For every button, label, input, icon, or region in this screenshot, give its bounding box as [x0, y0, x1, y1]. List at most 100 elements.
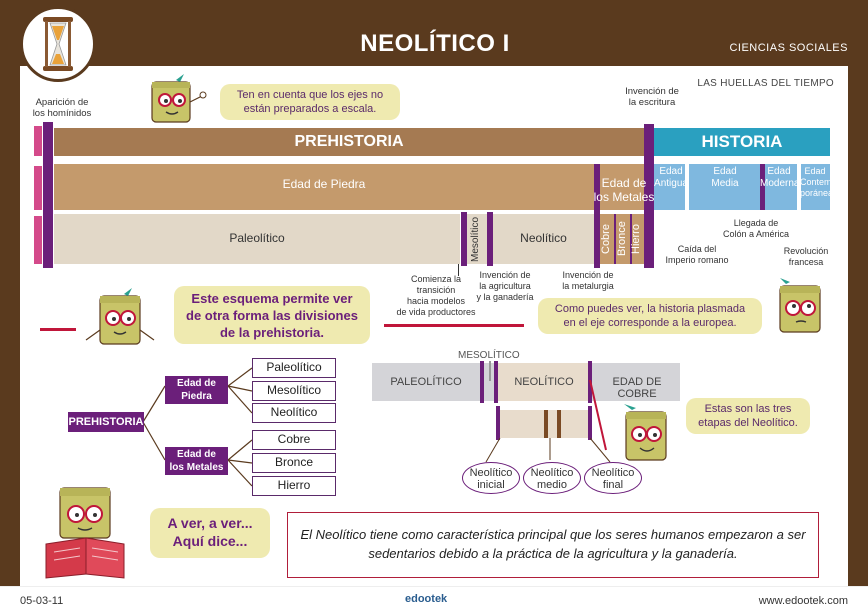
cobre-label: Cobre: [600, 224, 612, 254]
age-line: poránea: [800, 188, 834, 198]
zoom-cobre-label: EDAD DE COBRE: [612, 376, 662, 400]
age-line: Contem-: [800, 177, 835, 187]
book-character-icon: [140, 74, 210, 130]
tree-leaf: Hierro: [252, 476, 336, 496]
row3-marker: [34, 216, 42, 264]
tree-root: PREHISTORIA: [68, 412, 144, 432]
europe-bubble-line: Como puedes ver, la historia plasmada: [554, 303, 746, 315]
footer: 05-03-11 edootek www.edootek.com: [0, 586, 868, 614]
age-line: Moderna: [760, 178, 800, 189]
note-imperio: Caída del Imperio romano: [658, 244, 736, 266]
note-agricultura: Invención de la agricultura y la ganader…: [470, 270, 540, 303]
reading-book-character-icon: [40, 482, 140, 580]
prehistoria-bar: PREHISTORIA: [54, 128, 644, 156]
note-line: Caída del: [677, 244, 717, 254]
stages-bubble: Estas son las tres etapas del Neolítico.: [686, 398, 810, 434]
tree-branch-piedra: Edad de Piedra: [165, 376, 228, 404]
note-colon: Llegada de Colón a América: [716, 218, 796, 240]
scheme-bubble-line: de la prehistoria.: [219, 325, 325, 340]
scale-bubble: Ten en cuenta que los ejes no están prep…: [220, 84, 400, 120]
origin-label-line: los homínidos: [32, 108, 92, 119]
paleolitico-label: Paleolítico: [229, 231, 285, 245]
age-divider: [685, 164, 689, 210]
zoom-neolitico-bar: [498, 363, 590, 401]
note-line: y la ganadería: [476, 292, 534, 302]
origin-axis: [43, 122, 53, 268]
page-title: NEOLÍTICO I: [360, 30, 510, 57]
zoom-mesolitico-label: MESOLÍTICO: [458, 350, 520, 361]
zoom-tick: [489, 361, 491, 381]
tree-branch-line: Edad de: [177, 378, 216, 389]
divider-line: [384, 324, 524, 327]
tree-branch-metales: Edad de los Metales: [165, 447, 228, 475]
europe-bubble-line: en el eje corresponde a la europea.: [563, 317, 737, 329]
footer-code: 05-03-11: [20, 595, 64, 607]
zoom-stage-line: Neolítico: [591, 467, 635, 479]
edad-piedra-label: Edad de Piedra: [282, 177, 366, 191]
row2-marker: [34, 166, 42, 210]
definition-line: El Neolítico tiene como característica p…: [300, 527, 806, 542]
zoom-stage-oval: Neolítico final: [584, 462, 642, 494]
zoom-stage-line: Neolítico: [530, 467, 574, 479]
read-bubble-line: Aquí dice...: [172, 533, 248, 549]
age-line: Edad: [713, 166, 737, 177]
metals-subbar: [600, 214, 644, 264]
edad-moderna-label: Edad Moderna: [760, 166, 800, 190]
definition-box: El Neolítico tiene como característica p…: [287, 512, 819, 578]
zoom-paleolitico-label: PALEOLÍTICO: [390, 376, 462, 388]
age-divider: [760, 164, 765, 210]
metal-divider: [630, 214, 632, 264]
tree-connectors: [142, 367, 253, 487]
stages-bubble-line: etapas del Neolítico.: [698, 417, 798, 429]
note-line: Colón a América: [722, 229, 790, 239]
zoom-divider: [496, 406, 500, 440]
header: NEOLÍTICO I CIENCIAS SOCIALES: [0, 0, 868, 66]
edad-media-label: Edad Media: [690, 166, 760, 190]
edad-piedra-bar: Edad de Piedra: [54, 164, 594, 210]
note-line: Imperio romano: [665, 255, 729, 265]
historia-bar: HISTORIA: [654, 128, 830, 156]
metal-divider: [614, 214, 616, 264]
zoom-stage-line: final: [602, 479, 624, 491]
edad-contemporanea-label: Edad Contem- poránea: [800, 166, 835, 199]
footer-url-link[interactable]: www.edootek.com: [758, 595, 848, 607]
note-line: transición: [416, 285, 456, 295]
zoom-stage-line: inicial: [477, 479, 505, 491]
note-line: Invención de: [562, 270, 614, 280]
age-line: Edad: [659, 166, 683, 177]
age-line: Antigua: [654, 178, 688, 189]
edad-antigua-label: Edad Antigua: [654, 166, 688, 190]
bronce-label: Bronce: [616, 221, 628, 257]
tree-branch-line: los Metales: [169, 462, 224, 473]
tree-leaf: Mesolítico: [252, 381, 336, 401]
writing-label: Invención de la escritura: [612, 86, 692, 108]
scale-bubble-line: están preparados a escala.: [243, 103, 377, 115]
metals-axis: [594, 164, 600, 268]
book-character-icon: [612, 404, 682, 470]
mesolitico-end: [487, 212, 493, 266]
edad-metales-bar: [600, 164, 644, 210]
paleolitico-bar: Paleolítico: [54, 214, 460, 264]
zoom-divider: [494, 361, 498, 403]
mesolitico-start: [461, 212, 467, 266]
edad-metales-label: Edad de los Metales: [590, 176, 658, 204]
scheme-bubble-line: Este esquema permite ver: [191, 291, 353, 306]
zoom-connectors: [485, 380, 611, 463]
writing-label-line: la escritura: [628, 97, 676, 108]
note-tick: [458, 264, 459, 276]
tree-leaf: Cobre: [252, 430, 336, 450]
age-line: Edad: [804, 166, 826, 176]
book-character-icon: [766, 276, 836, 346]
read-bubble: A ver, a ver... Aquí dice...: [150, 508, 270, 558]
zoom-stage-divider: [544, 410, 548, 438]
tree-branch-line: Edad de: [177, 449, 216, 460]
edad-metales-line: Edad de: [601, 176, 647, 190]
note-line: Revolución: [783, 246, 829, 256]
tree-branch-line: Piedra: [181, 391, 212, 402]
europe-bubble: Como puedes ver, la historia plasmada en…: [538, 298, 762, 334]
stages-bubble-line: Estas son las tres: [704, 403, 792, 415]
definition-line: sedentarios debido a la práctica de la a…: [368, 546, 738, 561]
age-divider: [797, 164, 801, 210]
note-metalurgia: Invención de la metalurgia: [556, 270, 620, 292]
hourglass-icon: [20, 6, 96, 82]
